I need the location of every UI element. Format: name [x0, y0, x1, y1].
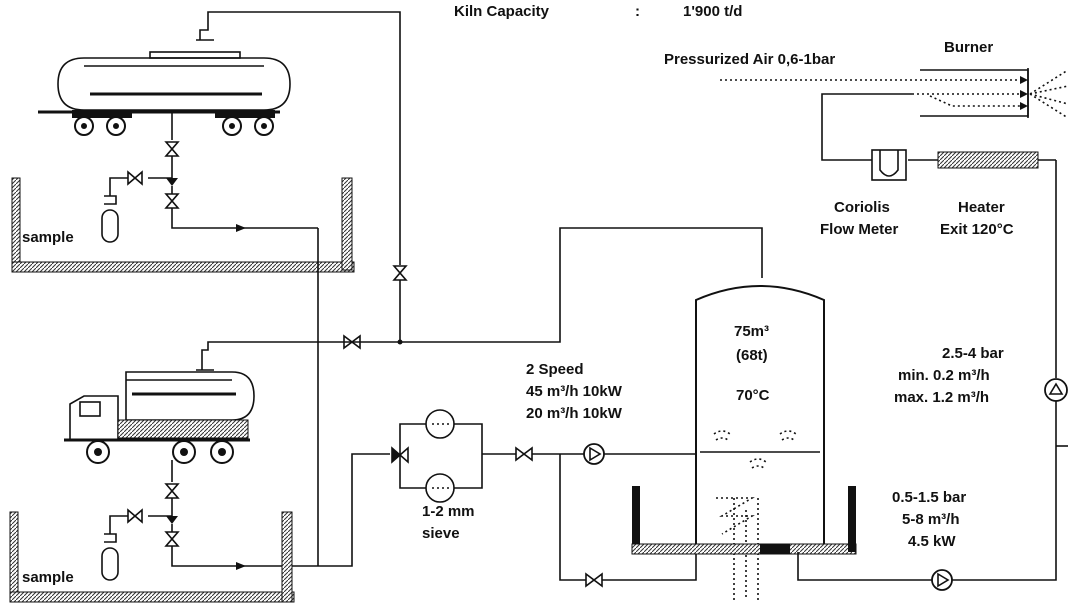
main-pump-spec-1: 45 m³/h 10kW	[526, 383, 623, 400]
kiln-capacity-label: Kiln Capacity	[454, 3, 550, 20]
tank-mass-label: (68t)	[736, 347, 768, 364]
tank-temperature-label: 70°C	[736, 387, 770, 404]
valve-icon	[392, 265, 408, 281]
burner-icon	[912, 68, 1068, 119]
circ-pump-flow: 5-8 m³/h	[902, 511, 960, 528]
check-valve-icon	[166, 516, 178, 524]
kiln-capacity-separator: :	[635, 3, 640, 20]
valve-icon	[164, 531, 180, 547]
coriolis-label-2: Flow Meter	[820, 221, 899, 238]
valve-icon	[343, 334, 361, 350]
feed-pump-pressure: 2.5-4 bar	[942, 345, 1004, 362]
heater-icon	[937, 151, 1039, 169]
sample-valve-icon	[127, 170, 143, 186]
valve-icon	[164, 193, 180, 209]
circ-pump-power: 4.5 kW	[908, 533, 956, 550]
sieve-label: sieve	[422, 525, 460, 542]
burner-label: Burner	[944, 39, 993, 56]
kiln-capacity-value: 1'900 t/d	[683, 3, 742, 20]
main-pump-spec-2: 20 m³/h 10kW	[526, 405, 623, 422]
tank-volume-label: 75m³	[734, 323, 769, 340]
sieve-size-label: 1-2 mm	[422, 503, 475, 520]
main-pump-title: 2 Speed	[526, 361, 584, 378]
sample-valve-icon	[127, 508, 143, 524]
rail-tank-car	[38, 51, 291, 136]
sample-bottle-icon	[101, 547, 119, 581]
coriolis-meter-icon	[871, 149, 907, 181]
road-tanker-truck	[64, 371, 255, 464]
sample-label-top: sample	[22, 229, 74, 246]
feed-pump-icon	[1044, 378, 1068, 402]
check-valve-icon	[166, 178, 178, 186]
sieve-assembly	[391, 409, 483, 503]
valve-icon	[515, 446, 533, 462]
feed-pump-min-flow: min. 0.2 m³/h	[898, 367, 990, 384]
heater-label-1: Heater	[958, 199, 1005, 216]
valve-icon	[585, 572, 603, 588]
valve-icon	[164, 483, 180, 499]
heater-label-2: Exit 120°C	[940, 221, 1014, 238]
circ-pump-pressure: 0.5-1.5 bar	[892, 489, 966, 506]
pressurized-air-label: Pressurized Air 0,6-1bar	[664, 51, 835, 68]
valve-icon	[164, 141, 180, 157]
sample-label-bottom: sample	[22, 569, 74, 586]
feed-pump-max-flow: max. 1.2 m³/h	[894, 389, 989, 406]
coriolis-label-1: Coriolis	[834, 199, 890, 216]
sample-bottle-icon	[101, 209, 119, 243]
